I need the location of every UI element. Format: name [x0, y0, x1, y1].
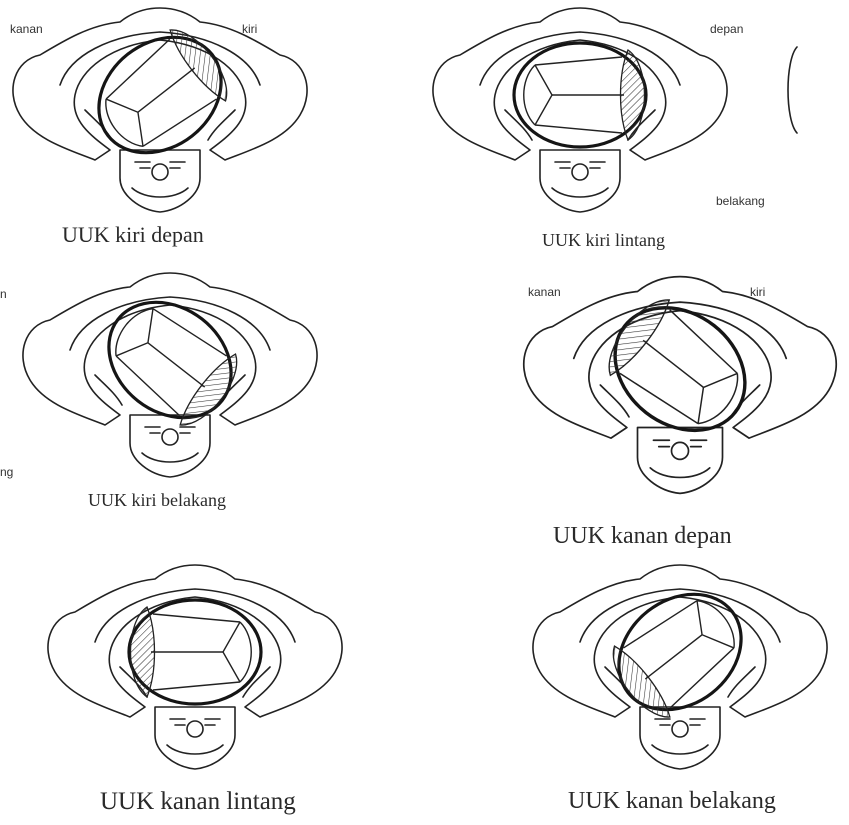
caption: UUK kiri lintang [542, 230, 665, 251]
caption: UUK kanan belakang [568, 788, 776, 815]
pelvis-diagram [10, 265, 330, 485]
fetal-head [86, 278, 254, 441]
sagittal-suture [138, 68, 195, 112]
sacral-foramina [655, 719, 705, 725]
fontanel-hatched [131, 607, 155, 697]
fetal-head [129, 600, 261, 704]
fetal-head [514, 43, 646, 147]
coccyx [652, 745, 708, 754]
pelvis-diagram [0, 0, 320, 220]
lambdoid-sutures [106, 89, 156, 147]
sacrum [120, 150, 200, 212]
coccyx [132, 188, 188, 197]
iliac-wings [433, 8, 727, 160]
lambdoid-sutures [684, 362, 737, 423]
coccyx [552, 188, 608, 197]
cropped-diagram-edge [785, 45, 797, 135]
pelvis-diagram [420, 0, 740, 220]
sacral-foramina [170, 719, 220, 725]
anterior-fontanel [240, 622, 251, 682]
lambdoid-sutures [223, 622, 240, 682]
fontanel-hatched [174, 349, 248, 435]
sagittal-suture [645, 635, 702, 679]
iliac-wings [23, 273, 317, 425]
sacral-promontory [572, 164, 588, 180]
label-kiri: kiri [242, 22, 257, 36]
sacral-promontory [672, 721, 688, 737]
sacral-promontory [672, 442, 689, 459]
sacrum [130, 415, 210, 477]
panel-uuk-kanan-depan: kanan kiri UUK kanan depan [420, 265, 849, 555]
fetal-head [76, 13, 244, 176]
sagittal-suture [643, 340, 703, 387]
caption: UUK kiri belakang [88, 490, 226, 511]
fetal-head [591, 282, 770, 455]
fontanel-hatched [164, 20, 238, 106]
sacrum [638, 428, 723, 494]
label-kanan: kanan [528, 285, 561, 299]
sacral-promontory [162, 429, 178, 445]
label-fragment-bottom: ng [0, 465, 13, 479]
pelvis-diagram [510, 265, 849, 505]
fontanel-hatched [597, 289, 676, 380]
lambdoid-sutures [535, 65, 552, 125]
fontanel-hatched [601, 641, 675, 727]
coccyx [167, 745, 223, 754]
sacral-foramina [145, 427, 195, 433]
caption: UUK kanan lintang [100, 788, 296, 816]
sacral-promontory [152, 164, 168, 180]
coccyx [650, 468, 710, 478]
iliac-wings [524, 277, 836, 439]
label-kanan: kanan [10, 22, 43, 36]
label-kiri: kiri [750, 285, 765, 299]
pelvis-diagram [5, 557, 385, 777]
fontanel-hatched [621, 50, 645, 140]
iliac-wings [13, 8, 307, 160]
sacral-foramina [555, 162, 605, 168]
pelvis-diagram [510, 557, 849, 777]
panel-uuk-kanan-lintang: UUK kanan lintang [0, 555, 420, 825]
anterior-fontanel [524, 65, 535, 125]
sacral-foramina [653, 440, 706, 446]
label-fragment-left: n [0, 287, 7, 301]
panel-uuk-kiri-depan: kanan kiri UUK kiri depan [0, 0, 420, 265]
panel-uuk-kanan-belakang: UUK kanan belakang [420, 555, 849, 825]
sagittal-suture [148, 343, 205, 387]
label-depan: depan [710, 22, 743, 36]
caption: UUK kanan depan [553, 523, 732, 550]
sacrum [640, 707, 720, 769]
caption: UUK kiri depan [62, 222, 204, 248]
fetal-head [596, 570, 764, 733]
iliac-wings [533, 565, 827, 717]
sacral-promontory [187, 721, 203, 737]
coccyx [142, 453, 198, 462]
panel-uuk-kiri-belakang: n ng UUK kiri belakang [0, 265, 420, 520]
sacrum [540, 150, 620, 212]
label-belakang: belakang [716, 194, 765, 208]
iliac-wings [48, 565, 342, 717]
panel-uuk-kiri-lintang: depan belakang UUK kiri lintang [420, 0, 849, 265]
sacrum [155, 707, 235, 769]
sacral-foramina [135, 162, 185, 168]
